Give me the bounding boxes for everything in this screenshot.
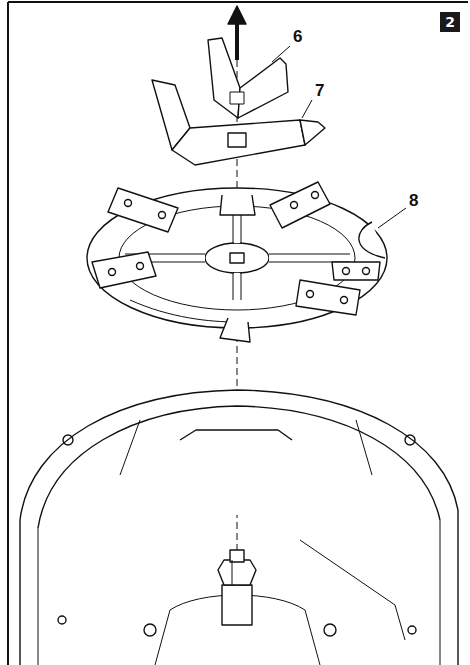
callout-number: 8 <box>408 192 419 211</box>
figure-number: 2 <box>445 15 455 29</box>
figure-number-badge: 2 <box>440 12 460 32</box>
callout-number: 6 <box>292 28 303 47</box>
callout-number: 7 <box>314 82 325 101</box>
